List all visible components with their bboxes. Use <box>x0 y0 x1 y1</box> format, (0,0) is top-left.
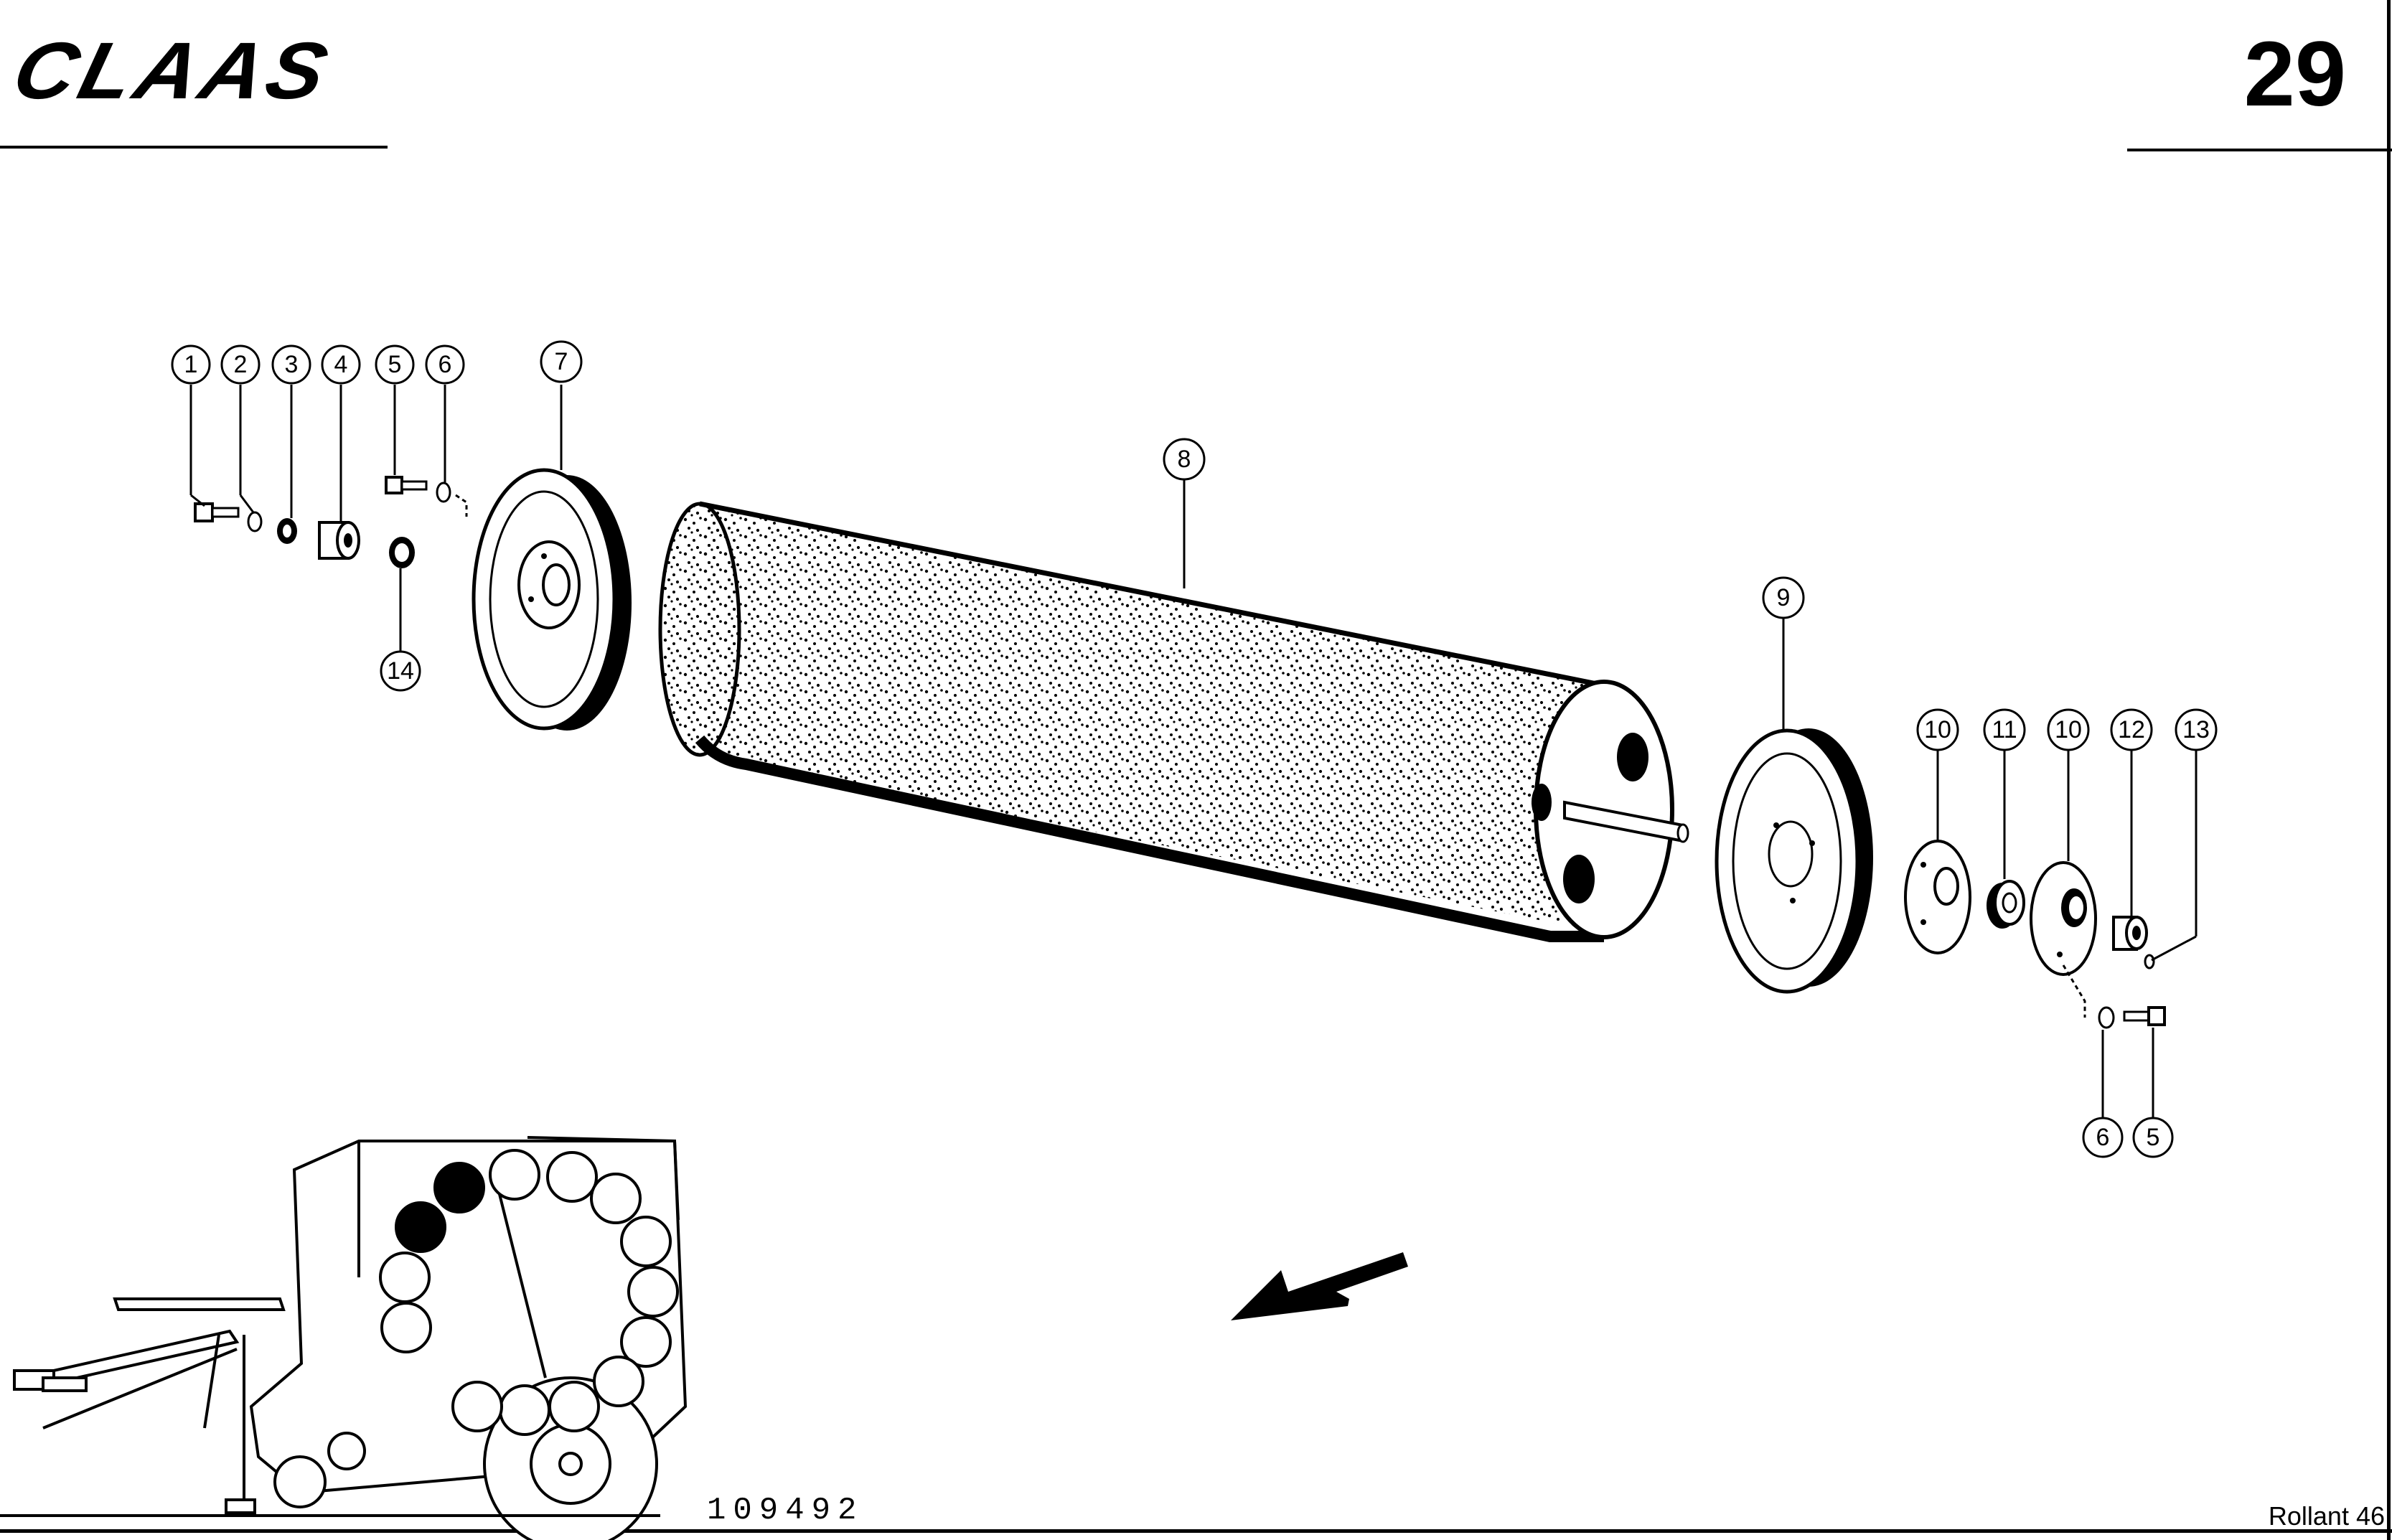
roller-cylinder <box>658 501 1689 942</box>
header-rule-right <box>2127 149 2392 151</box>
arrow-down-left-icon <box>1231 1252 1408 1320</box>
callout-label: 9 <box>1777 584 1791 611</box>
drawing-number: 109492 <box>707 1493 864 1529</box>
callout-label: 8 <box>1178 446 1191 473</box>
left-small-parts <box>194 476 468 568</box>
callout-label: 1 <box>184 351 198 378</box>
callout-label: 7 <box>555 348 568 375</box>
callout-label: 12 <box>2118 716 2145 743</box>
callout-label: 3 <box>285 351 299 378</box>
callout-label: 4 <box>334 351 348 378</box>
callout-label: 11 <box>1992 716 2017 743</box>
right-end-disc <box>1715 728 1873 994</box>
callout-label: 6 <box>438 351 452 378</box>
callout-label: 14 <box>387 657 414 685</box>
frame-right-border <box>2387 0 2391 1540</box>
callout-label: 10 <box>2055 716 2082 743</box>
left-end-disc <box>472 468 632 731</box>
page-number: 29 <box>2243 23 2346 126</box>
leader-lines <box>189 385 2198 1118</box>
callout-label: 6 <box>2096 1124 2110 1151</box>
callout-label: 5 <box>388 351 402 378</box>
model-name: Rollant 46 <box>2268 1501 2385 1531</box>
callout-label: 13 <box>2182 716 2210 743</box>
callout-label: 5 <box>2147 1124 2160 1151</box>
header-rule-left <box>0 146 388 149</box>
baler-locator-icon <box>0 1136 688 1540</box>
callout-label: 10 <box>1924 716 1951 743</box>
frame-bottom-border <box>0 1529 2392 1533</box>
right-small-parts <box>1904 840 2166 1029</box>
callout-label: 2 <box>234 351 248 378</box>
part-callouts: 1 2 3 4 5 6 7 8 9 10 11 10 12 1 <box>171 340 2218 1158</box>
